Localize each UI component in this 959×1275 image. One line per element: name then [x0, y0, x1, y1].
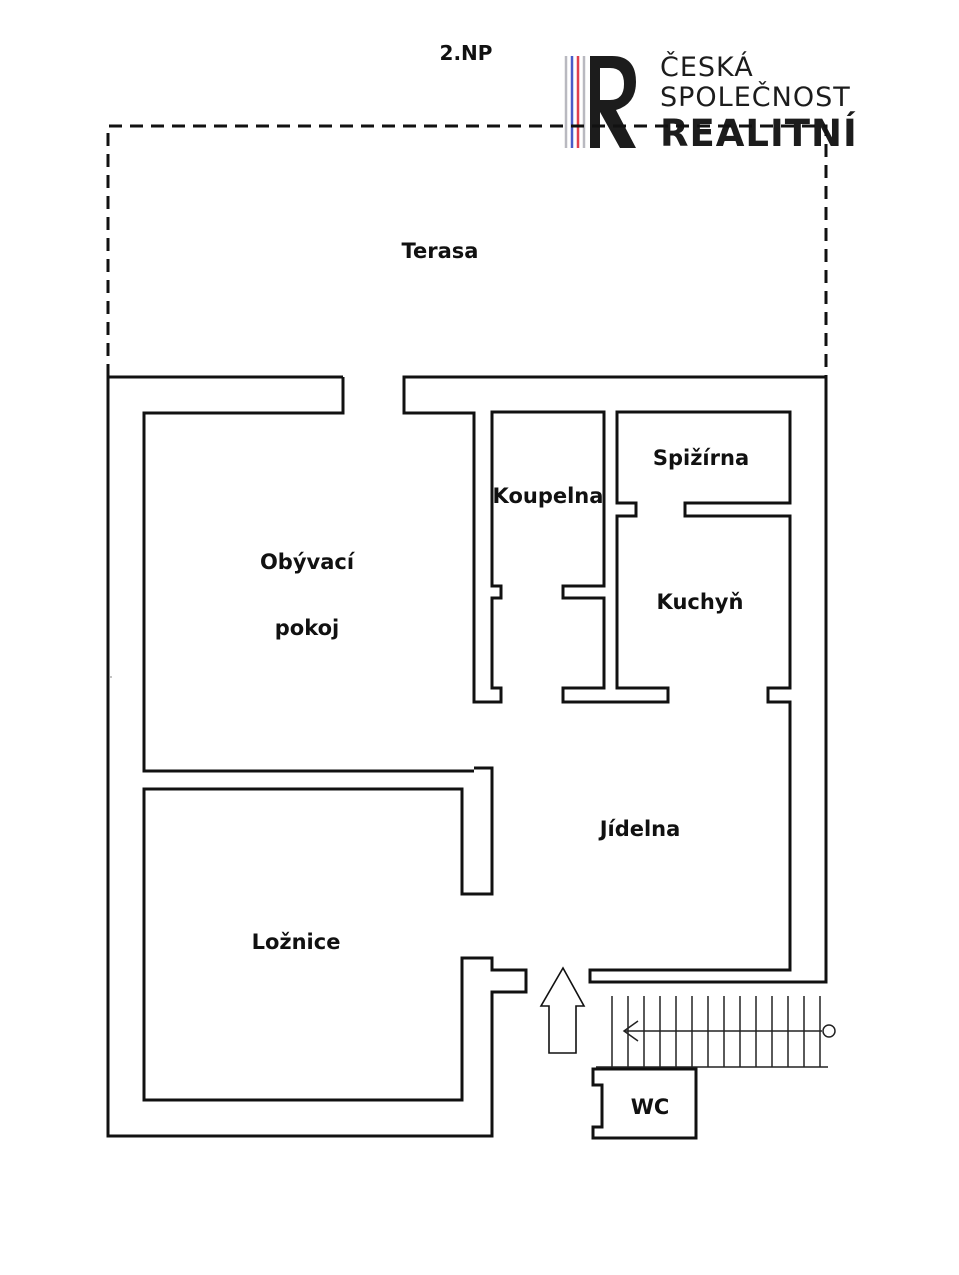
stairs-icon: [596, 996, 836, 1068]
logo-text-line1: ČESKÁ: [660, 51, 754, 83]
logo-mark-icon: [564, 56, 636, 148]
logo-text-line2: SPOLEČNOST: [660, 81, 851, 113]
room-label-terasa: Terasa: [402, 239, 479, 263]
room-label-jidelna: Jídelna: [598, 817, 681, 841]
up-arrow-icon: [539, 966, 586, 1054]
exterior-walls: [106, 375, 828, 1138]
floor-label: 2.NP: [440, 41, 493, 65]
wc-walls: [591, 1067, 698, 1140]
room-label-spizirna: Spižírna: [653, 446, 749, 470]
company-logo: ČESKÁ SPOLEČNOST REALITNÍ: [564, 51, 858, 155]
room-label-wc: WC: [631, 1095, 670, 1119]
room-label-koupelna: Koupelna: [493, 484, 604, 508]
terrace-outline: [106, 124, 828, 377]
room-label-kuchyn: Kuchyň: [657, 590, 744, 614]
room-label-loznice: Ložnice: [252, 930, 341, 954]
logo-text-line3: REALITNÍ: [660, 111, 858, 155]
room-label-obyvaci-pokoj-line1: Obývací: [260, 550, 356, 574]
room-label-obyvaci-pokoj-line2: pokoj: [275, 616, 340, 640]
